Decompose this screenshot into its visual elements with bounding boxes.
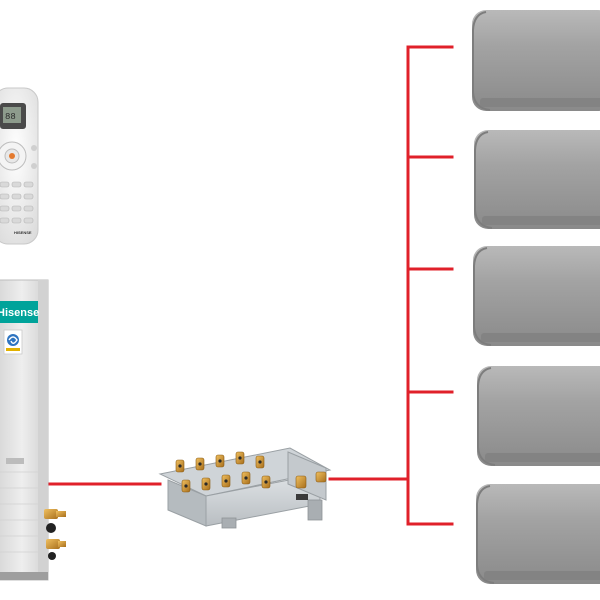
indoor-unit-icon xyxy=(473,246,600,346)
indoor-units xyxy=(472,10,600,584)
indoor-unit-icon xyxy=(474,130,600,229)
svg-text:88: 88 xyxy=(5,112,16,122)
outdoor-brand-label: Hisense xyxy=(0,307,39,319)
inverter-badge-icon xyxy=(3,329,23,355)
service-valves xyxy=(44,509,66,560)
indoor-unit-icon xyxy=(477,366,600,466)
indoor-unit-icon xyxy=(476,484,600,584)
outdoor-unit-icon: Hisense xyxy=(0,279,66,581)
remote-brand-label: HISENSE xyxy=(14,230,32,235)
branch-box-icon xyxy=(158,447,332,529)
refrigerant-piping xyxy=(45,45,454,526)
indoor-unit-icon xyxy=(472,10,600,111)
remote-control-icon: 88 HISENSE xyxy=(0,87,39,245)
